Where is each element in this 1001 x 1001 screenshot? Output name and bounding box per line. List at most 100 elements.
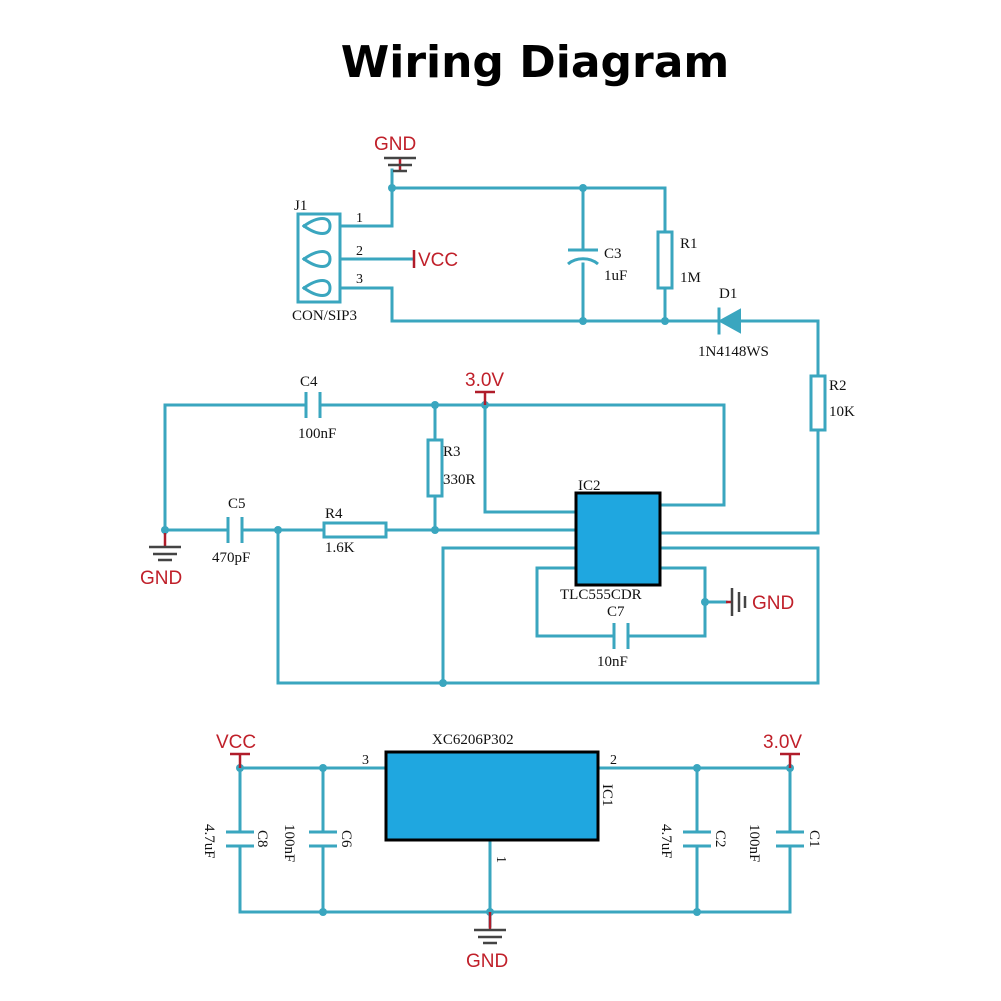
gnd-symbol-ic2: GND xyxy=(726,588,794,616)
ic1-pin1: 1 xyxy=(493,856,508,863)
capacitor-c3: C3 1uF xyxy=(567,246,627,284)
junction-dot xyxy=(693,764,701,772)
capacitor-c8: C8 4.7uF xyxy=(201,824,270,859)
wire-j1-pin3 xyxy=(338,286,722,323)
junction-dot xyxy=(579,317,587,325)
resistor-r2: R2 10K xyxy=(809,374,855,432)
wire-j1-pin1 xyxy=(338,186,394,228)
j1-pin1: 1 xyxy=(356,211,363,226)
wire-c4-left xyxy=(163,403,308,535)
connector-j1: J1 CON/SIP3 1 2 3 xyxy=(292,198,363,324)
r1-value: 1M xyxy=(680,270,701,286)
gnd-symbol-top: GND xyxy=(374,134,416,173)
c2-ref: C2 xyxy=(712,830,728,848)
ic2-timer: IC2 TLC555CDR xyxy=(560,478,662,603)
junction-dot xyxy=(319,764,327,772)
capacitor-c4: C4 100nF xyxy=(298,374,336,442)
c5-value: 470pF xyxy=(212,550,250,566)
d1-ref: D1 xyxy=(719,286,737,302)
diode-d1: D1 1N4148WS xyxy=(698,286,769,360)
j1-value: CON/SIP3 xyxy=(292,308,357,324)
c1-value: 100nF xyxy=(746,824,762,862)
c7-ref: C7 xyxy=(607,604,625,620)
wire-3v-ic2 xyxy=(483,403,576,514)
ic1-pin3: 3 xyxy=(362,753,369,768)
vcc-net-j1: VCC xyxy=(412,250,458,271)
c6-ref: C6 xyxy=(338,830,354,848)
c8-ref: C8 xyxy=(254,830,270,848)
capacitor-c1: C1 100nF xyxy=(746,824,822,862)
ic1-pin2: 2 xyxy=(610,753,617,768)
top-section: GND J1 CON/SIP3 1 2 3 VCC C3 1uF xyxy=(292,134,855,535)
c4-ref: C4 xyxy=(300,374,318,390)
junction-dot xyxy=(274,526,282,534)
r2-ref: R2 xyxy=(829,378,847,394)
r2-value: 10K xyxy=(829,404,855,420)
ic1-regulator: XC6206P302 IC1 3 2 1 xyxy=(362,732,617,863)
gnd-symbol-bottom: GND xyxy=(466,912,508,972)
wire-ic2-left xyxy=(441,546,576,685)
r4-value: 1.6K xyxy=(325,540,355,556)
c3-ref: C3 xyxy=(604,246,622,262)
v3-label: 3.0V xyxy=(465,370,504,391)
v3-label: 3.0V xyxy=(763,732,802,753)
bottom-section: VCC 3.0V GND XC6206P302 IC1 3 2 1 C8 4.7… xyxy=(201,732,822,972)
r3-value: 330R xyxy=(443,472,476,488)
junction-dot xyxy=(693,908,701,916)
c6-value: 100nF xyxy=(281,824,297,862)
vcc-label: VCC xyxy=(216,732,256,753)
junction-dot xyxy=(701,598,709,606)
capacitor-c5: C5 470pF xyxy=(212,496,250,566)
c2-value: 4.7uF xyxy=(658,824,674,859)
c7-value: 10nF xyxy=(597,654,628,670)
capacitor-c6: C6 100nF xyxy=(281,824,354,862)
vcc-label: VCC xyxy=(418,250,458,271)
junction-dot xyxy=(661,317,669,325)
ic2-value: TLC555CDR xyxy=(560,587,642,603)
r1-ref: R1 xyxy=(680,236,698,252)
capacitor-c7: C7 10nF xyxy=(597,604,630,670)
diagram-title: Wiring Diagram xyxy=(341,37,730,88)
wire-r2-ic2 xyxy=(658,428,820,535)
wire-d1-r2 xyxy=(738,319,820,378)
j1-ref: J1 xyxy=(294,198,307,214)
middle-section: 3.0V GND GND C4 100nF R3 330R xyxy=(140,370,820,687)
gnd-label: GND xyxy=(752,593,794,614)
vcc-net-bottom: VCC xyxy=(216,732,256,768)
wire-c4-right xyxy=(318,403,726,507)
junction-dot xyxy=(161,526,169,534)
ic1-ref: IC1 xyxy=(599,784,615,807)
gnd-label: GND xyxy=(466,951,508,972)
capacitor-c2: C2 4.7uF xyxy=(658,824,728,859)
d1-value: 1N4148WS xyxy=(698,344,769,360)
junction-dot xyxy=(319,908,327,916)
ic1-value: XC6206P302 xyxy=(432,732,514,748)
junction-dot xyxy=(439,679,447,687)
v3-net-bottom: 3.0V xyxy=(763,732,802,768)
r3-ref: R3 xyxy=(443,444,461,460)
wire-gnd-top xyxy=(390,168,667,234)
ic2-ref: IC2 xyxy=(578,478,601,494)
j1-pin3: 3 xyxy=(356,272,363,287)
wire-loop-bottom xyxy=(276,528,820,685)
junction-dot xyxy=(431,526,439,534)
wire-c7-left xyxy=(535,566,616,638)
c8-value: 4.7uF xyxy=(201,824,217,859)
c5-ref: C5 xyxy=(228,496,246,512)
j1-pin2: 2 xyxy=(356,244,363,259)
gnd-symbol-left: GND xyxy=(140,533,182,589)
c3-value: 1uF xyxy=(604,268,627,284)
c4-value: 100nF xyxy=(298,426,336,442)
gnd-label: GND xyxy=(374,134,416,155)
c1-ref: C1 xyxy=(806,830,822,848)
gnd-label: GND xyxy=(140,568,182,589)
junction-dot xyxy=(431,401,439,409)
resistor-r3: R3 330R xyxy=(426,438,476,498)
resistor-r1: R1 1M xyxy=(656,230,701,290)
junction-dot xyxy=(388,184,396,192)
junction-dot xyxy=(579,184,587,192)
r4-ref: R4 xyxy=(325,506,343,522)
v3-net-mid: 3.0V xyxy=(465,370,504,405)
resistor-r4: R4 1.6K xyxy=(322,506,388,556)
